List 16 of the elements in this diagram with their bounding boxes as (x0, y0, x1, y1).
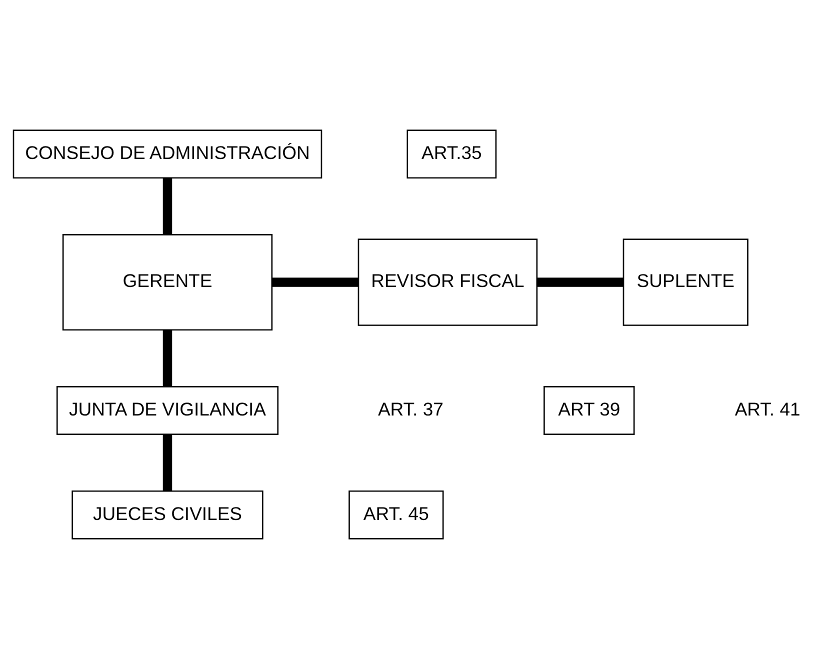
connector (537, 277, 624, 286)
connector (162, 330, 172, 386)
node-box: ART. 45 (348, 490, 444, 539)
connector (162, 178, 172, 234)
node-box: GERENTE (62, 234, 273, 330)
node-box: ART.35 (406, 129, 497, 178)
connector (272, 277, 358, 286)
node-box: JUNTA DE VIGILANCIA (56, 386, 279, 434)
node-box: CONSEJO DE ADMINISTRACIÓN (12, 129, 322, 178)
label: ART. 37 (378, 398, 444, 419)
node-box: SUPLENTE (622, 238, 748, 326)
label: ART. 41 (734, 398, 800, 419)
node-box: ART 39 (544, 386, 635, 434)
node-box: REVISOR FISCAL (358, 238, 538, 326)
connector (162, 434, 172, 491)
node-box: JUECES CIVILES (72, 490, 264, 539)
